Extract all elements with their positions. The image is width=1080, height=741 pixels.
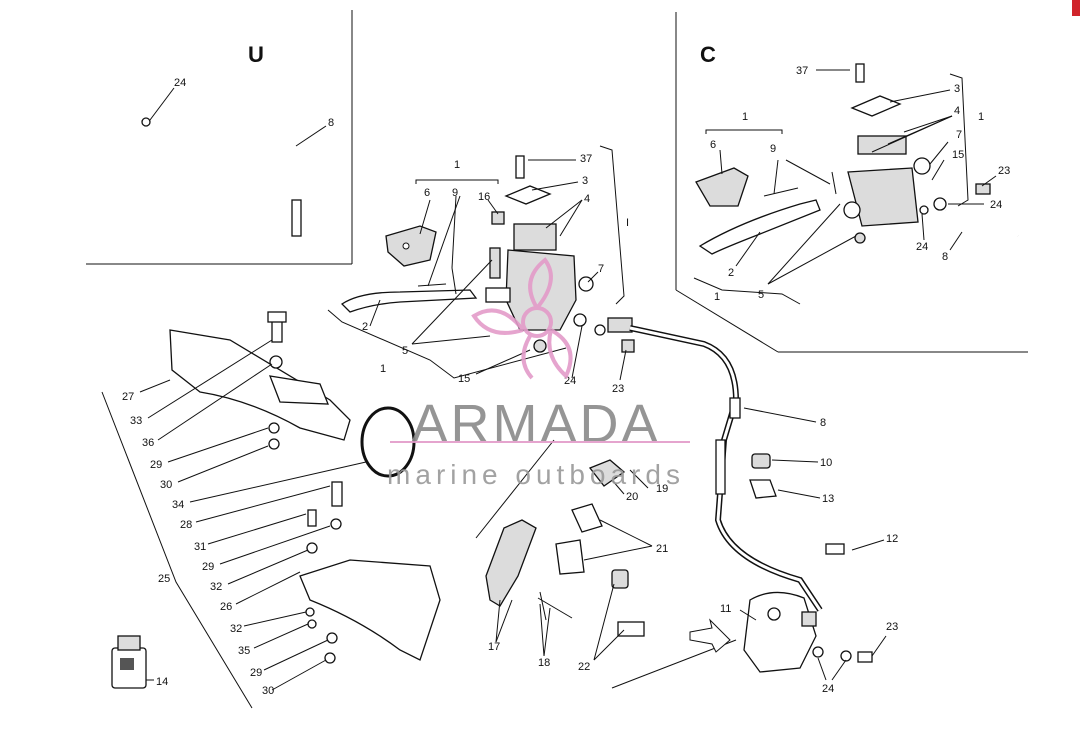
clip-10 xyxy=(751,453,771,469)
label-c-9: 9 xyxy=(770,143,776,155)
label-c-7: 7 xyxy=(956,129,962,141)
label-c-24: 24 xyxy=(990,199,1002,211)
label-c-5: 5 xyxy=(758,289,764,301)
label-l-36: 36 xyxy=(142,437,154,449)
label-l-32: 32 xyxy=(210,581,222,593)
c-master-cylinder xyxy=(843,63,931,244)
label-m-7: 7 xyxy=(598,263,604,275)
cap-screws xyxy=(491,155,594,292)
label-c-2: 2 xyxy=(728,267,734,279)
hose-u xyxy=(141,117,302,237)
leader-lines xyxy=(101,69,997,709)
label-l-29c: 29 xyxy=(250,667,262,679)
section-u-frame xyxy=(86,10,353,265)
label-c-6: 6 xyxy=(710,139,716,151)
label-r-13: 13 xyxy=(822,493,834,505)
label-c-24b: 24 xyxy=(916,241,928,253)
label-m-6: 6 xyxy=(424,187,430,199)
label-l-31: 31 xyxy=(194,541,206,553)
label-r-20: 20 xyxy=(626,491,638,503)
label-u-24: 24 xyxy=(174,77,186,89)
caliper-11 xyxy=(743,543,873,673)
watermark: ARMADA marine outboards xyxy=(387,257,690,490)
master-cylinder xyxy=(485,223,577,353)
label-r-22: 22 xyxy=(578,661,590,673)
section-c-title: C xyxy=(700,42,716,67)
hand-guard-27 xyxy=(169,311,351,450)
clip-13 xyxy=(749,479,777,499)
label-r-18: 18 xyxy=(538,657,550,669)
label-m-9: 9 xyxy=(452,187,458,199)
label-l-34: 34 xyxy=(172,499,184,511)
label-c-1b: 1 xyxy=(714,291,720,303)
direction-arrow xyxy=(689,618,731,653)
section-c-frame xyxy=(675,12,1028,353)
label-m-4: 4 xyxy=(584,193,590,205)
label-r-12: 12 xyxy=(886,533,898,545)
label-m-23: 23 xyxy=(612,383,624,395)
label-l-35: 35 xyxy=(238,645,250,657)
bolts-18 xyxy=(537,591,573,621)
label-m-15: 15 xyxy=(458,373,470,385)
label-r-17: 17 xyxy=(488,641,500,653)
plates-21 xyxy=(555,503,603,575)
label-c-15: 15 xyxy=(952,149,964,161)
bracket-17 xyxy=(485,519,537,607)
label-c-3: 3 xyxy=(954,83,960,95)
label-m-1: 1 xyxy=(454,159,460,171)
c-screws-9 xyxy=(763,171,837,197)
label-l-30b: 30 xyxy=(262,685,274,697)
label-l-28: 28 xyxy=(180,519,192,531)
label-l-14: 14 xyxy=(156,676,168,688)
lever-2 xyxy=(340,289,478,313)
label-m-I: I xyxy=(626,217,629,229)
watermark-tagline: marine outboards xyxy=(387,459,685,490)
fluid-bottle-14 xyxy=(111,635,147,689)
hand-guard-26 xyxy=(299,481,441,664)
fitting-20 xyxy=(588,459,626,487)
label-l-29b: 29 xyxy=(202,561,214,573)
label-l-29: 29 xyxy=(150,459,162,471)
label-c-8: 8 xyxy=(942,251,948,263)
label-l-33: 33 xyxy=(130,415,142,427)
banjo-fitting xyxy=(573,313,635,353)
screw-9 xyxy=(417,267,457,295)
brake-hose-8 xyxy=(629,325,823,612)
label-r-8: 8 xyxy=(820,417,826,429)
label-m-1b: 1 xyxy=(380,363,386,375)
label-m-16: 16 xyxy=(478,191,490,203)
label-l-26: 26 xyxy=(220,601,232,613)
corner-mark xyxy=(1072,0,1080,16)
label-r-10: 10 xyxy=(820,457,832,469)
label-r-11: 11 xyxy=(720,603,731,615)
label-l-32b: 32 xyxy=(230,623,242,635)
label-c-1r: 1 xyxy=(978,111,984,123)
label-c-23: 23 xyxy=(998,165,1010,177)
label-c-1: 1 xyxy=(742,111,748,123)
bracket-6 xyxy=(385,225,437,267)
label-m-3: 3 xyxy=(582,175,588,187)
label-r-23: 23 xyxy=(886,621,898,633)
bolts-22 xyxy=(611,569,645,637)
watermark-brand: ARMADA xyxy=(411,394,660,454)
label-l-27: 27 xyxy=(122,391,134,403)
label-r-21: 21 xyxy=(656,543,668,555)
label-l-30: 30 xyxy=(160,479,172,491)
label-m-2: 2 xyxy=(362,321,368,333)
label-m-37: 37 xyxy=(580,153,592,165)
c-lever-2 xyxy=(698,199,821,255)
label-u-8: 8 xyxy=(328,117,334,129)
label-c-37: 37 xyxy=(796,65,808,77)
label-l-25: 25 xyxy=(158,573,170,585)
label-r-24: 24 xyxy=(822,683,834,695)
label-m-5: 5 xyxy=(402,345,408,357)
armada-logo-icon xyxy=(471,257,573,380)
label-r-19: 19 xyxy=(656,483,668,495)
c-bracket-6 xyxy=(695,167,749,207)
section-u-title: U xyxy=(248,42,264,67)
label-c-4: 4 xyxy=(954,105,960,117)
c-banjo xyxy=(919,183,1019,238)
